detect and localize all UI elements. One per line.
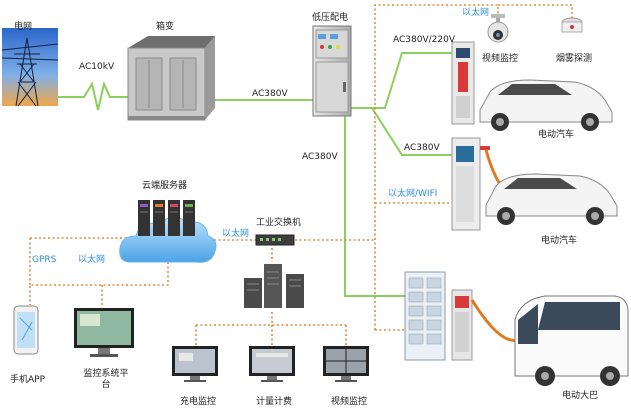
ev-charger-icon — [451, 137, 527, 231]
camera-icon — [487, 14, 509, 43]
charging-post-icon — [451, 41, 475, 125]
power-line-to-post — [345, 52, 452, 109]
label-video-monitor-top: 视频监控 — [482, 54, 519, 64]
charge-monitor-screen-icon — [172, 346, 218, 382]
battery-cabinet-icon — [404, 271, 446, 361]
label-ethernet-top: 以太网 — [462, 8, 490, 18]
label-ev2: 电动汽车 — [541, 236, 578, 246]
label-phone-app: 手机APP — [10, 375, 46, 385]
data-lines — [29, 4, 573, 345]
label-gprs: GPRS — [32, 255, 57, 265]
label-switch: 工业交换机 — [256, 218, 302, 228]
power-lines — [58, 52, 452, 297]
bus-charger-icon — [451, 289, 519, 361]
smoke-detector-icon — [561, 17, 583, 33]
bus-icon — [514, 295, 629, 386]
video-monitor-screen-icon — [323, 346, 369, 382]
label-ac380v-220v: AC380V/220V — [393, 35, 455, 45]
data-line-cloud-clients — [29, 262, 169, 305]
pylon-icon — [1, 28, 59, 107]
data-line-top-branch — [498, 4, 573, 20]
label-ac380-a: AC380V — [252, 89, 288, 99]
server-rack-icon — [244, 264, 304, 308]
data-line-top — [374, 4, 499, 330]
label-video-monitor-bottom: 视频监控 — [331, 397, 368, 407]
label-metering: 计量计费 — [256, 397, 293, 407]
label-grid: 电网 — [14, 22, 33, 32]
label-ethernet-mid: 以太网 — [222, 229, 250, 239]
power-line-to-bus — [344, 108, 405, 297]
label-bus: 电动大巴 — [562, 391, 599, 401]
label-ev1: 电动汽车 — [538, 130, 575, 140]
transformer-icon — [127, 36, 215, 121]
platform-monitor-icon — [74, 308, 134, 357]
low-voltage-cabinet-icon — [312, 25, 352, 117]
cloud-server-icon — [119, 200, 217, 263]
label-ac10kv: AC10kV — [79, 62, 115, 72]
ev-car-2-icon — [485, 173, 618, 225]
label-platform: 监控系统平台 — [83, 369, 129, 390]
label-ac380-c: AC380V — [404, 143, 440, 153]
label-ethernet-left: 以太网 — [78, 255, 106, 265]
phone-icon — [13, 305, 39, 355]
ev-car-1-icon — [479, 79, 613, 131]
label-cloud-server: 云端服务器 — [142, 181, 188, 191]
power-line-grid-transformer — [58, 80, 128, 111]
label-charge-monitor: 充电监控 — [180, 397, 217, 407]
label-smoke-detector: 烟雾探测 — [556, 54, 593, 64]
industrial-switch-icon — [255, 234, 295, 246]
label-transformer: 箱变 — [156, 22, 175, 32]
power-line-to-ev-charger — [371, 107, 452, 156]
metering-screen-icon — [249, 346, 295, 382]
label-low-voltage: 低压配电 — [312, 13, 349, 23]
label-ethernet-wifi: 以太网/WIFI — [388, 189, 438, 199]
label-ac380-b: AC380V — [302, 152, 338, 162]
